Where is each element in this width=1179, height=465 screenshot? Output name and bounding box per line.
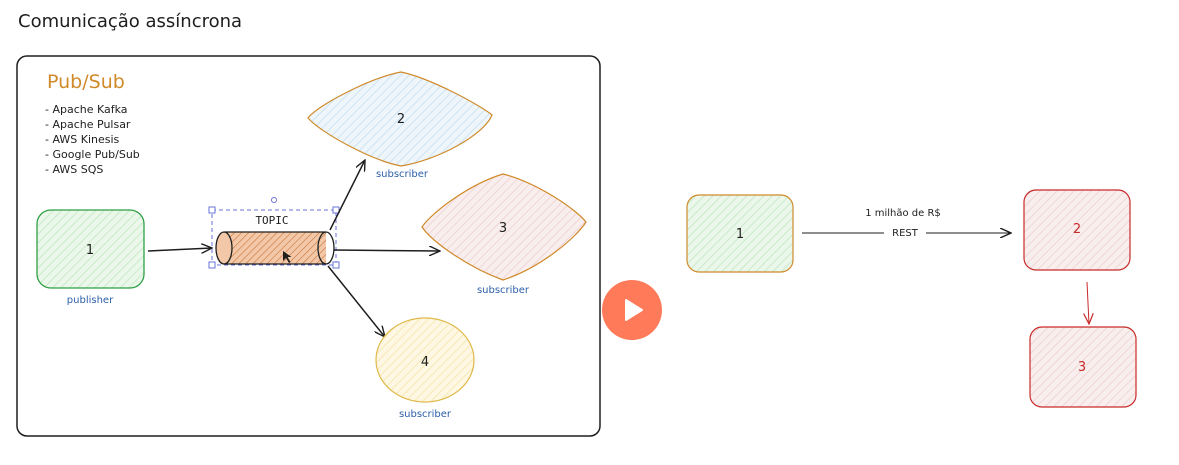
rest-node-1[interactable]: 1 (686, 194, 794, 273)
pubsub-frame (16, 55, 601, 437)
arrow-node2-node3 (1087, 281, 1089, 324)
subscriber-node-2[interactable]: 2 (307, 71, 493, 167)
subscriber-label: 2 (397, 112, 405, 127)
topic-cylinder-cap (317, 231, 335, 265)
subscriber-shape (307, 71, 493, 167)
rest-node-box (1029, 326, 1137, 408)
rest-edge-label-bg (884, 226, 926, 239)
topic-cylinder-cap (215, 231, 233, 265)
broker-list-item: - Google Pub/Sub (45, 148, 140, 161)
broker-list-item: - AWS Kinesis (45, 133, 120, 146)
arrow-publisher-topic (147, 248, 212, 251)
subscriber-node-4[interactable]: 4 (375, 317, 475, 403)
rest-node-label: 1 (736, 227, 744, 242)
topic-cylinder-body (224, 232, 326, 264)
subscriber-shape (375, 317, 475, 403)
rest-node-2[interactable]: 2 (1023, 189, 1131, 271)
subscriber-label: 4 (421, 355, 429, 370)
topic-label: TOPIC (255, 214, 288, 227)
resize-handle-icon[interactable] (332, 206, 340, 214)
subscriber-label: 3 (499, 221, 507, 236)
publisher-box (36, 209, 145, 289)
publisher-node[interactable]: 1 (36, 209, 145, 289)
topic-node[interactable]: TOPIC (208, 197, 340, 269)
cursor-icon (283, 251, 292, 263)
pubsub-heading: Pub/Sub (47, 71, 125, 93)
rest-node-box (1023, 189, 1131, 271)
resize-handle-icon[interactable] (208, 261, 216, 269)
arrow-topic-sub3 (333, 250, 440, 251)
arrow-topic-sub2 (329, 160, 365, 231)
resize-handle-icon[interactable] (332, 261, 340, 269)
rest-node-3[interactable]: 3 (1029, 326, 1137, 408)
page-title: Comunicação assíncrona (18, 11, 242, 32)
broker-list-item: - Apache Pulsar (45, 118, 131, 131)
subscriber-caption: subscriber (399, 409, 452, 420)
arrow-topic-sub4 (327, 265, 385, 337)
rest-node-label: 2 (1073, 222, 1081, 237)
rest-edge-label: REST (892, 228, 919, 239)
rest-edge-amount: 1 milhão de R$ (865, 208, 941, 219)
play-button[interactable] (602, 280, 662, 340)
subscriber-shape (421, 173, 587, 281)
subscriber-node-3[interactable]: 3 (421, 173, 587, 281)
rotate-handle-icon[interactable] (271, 197, 277, 203)
rest-node-box (686, 194, 794, 273)
publisher-caption: publisher (67, 295, 114, 306)
rest-node-label: 3 (1078, 360, 1086, 375)
resize-handle-icon[interactable] (208, 206, 216, 214)
topic-selection-box (211, 209, 337, 266)
subscriber-caption: subscriber (376, 169, 429, 180)
subscriber-caption: subscriber (477, 285, 530, 296)
broker-list-item: - Apache Kafka (45, 103, 128, 116)
play-icon (625, 299, 643, 321)
publisher-label: 1 (86, 243, 94, 258)
broker-list: - Apache Kafka - Apache Pulsar - AWS Kin… (45, 103, 140, 176)
broker-list-item: - AWS SQS (45, 163, 103, 176)
